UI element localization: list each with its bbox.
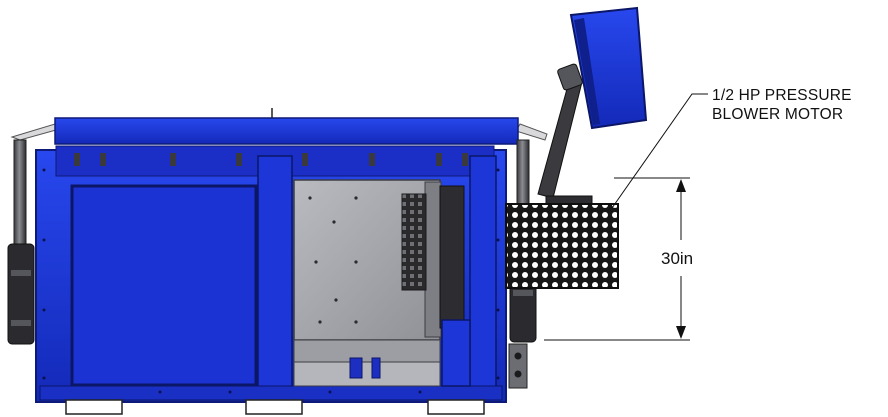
panel-arm: [537, 63, 583, 199]
dimension-label: 30in: [661, 249, 693, 268]
raised-panel: [569, 6, 648, 130]
callout-leader: [611, 93, 708, 209]
roof-canopy: [10, 108, 548, 145]
internal-panel: [293, 179, 471, 387]
blower-motor-cage: [505, 195, 619, 289]
dimension-marker: [544, 177, 690, 341]
callout-line-1: 1/2 HP PRESSURE: [712, 87, 852, 104]
left-cylinder: [7, 139, 35, 345]
callout-line-2: BLOWER MOTOR: [712, 106, 843, 123]
cabinet-feet: [65, 399, 485, 415]
